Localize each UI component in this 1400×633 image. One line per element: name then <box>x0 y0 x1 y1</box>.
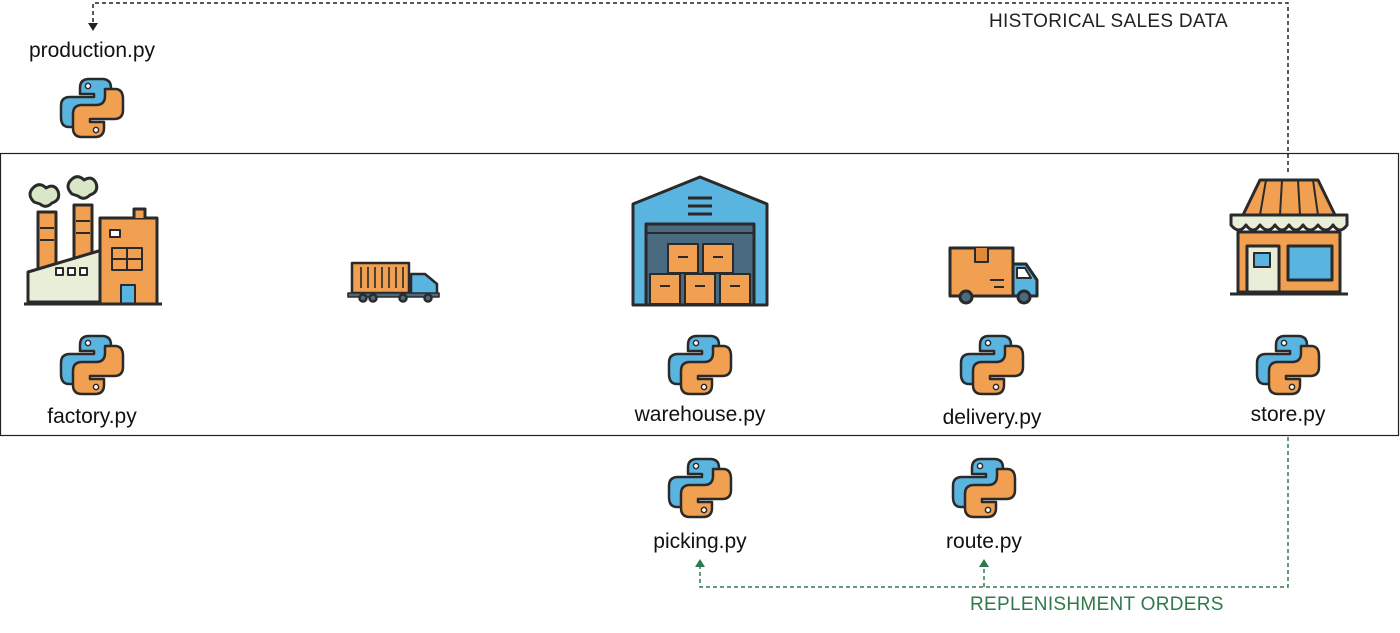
python-icon <box>1255 334 1321 396</box>
historical-sales-line <box>92 2 1289 172</box>
factory-label: factory.py <box>47 405 137 428</box>
replenishment-line <box>699 437 1289 588</box>
historical-sales-arrowhead <box>88 23 98 31</box>
delivery-truck-icon <box>948 246 1039 305</box>
python-icon <box>951 457 1017 519</box>
replenishment-flow <box>695 437 1289 588</box>
replenishment-arrowhead-route <box>979 559 989 567</box>
python-icon <box>59 77 125 139</box>
warehouse-icon <box>631 175 769 307</box>
factory-icon <box>24 175 162 306</box>
delivery-label: delivery.py <box>942 406 1042 429</box>
store-label: store.py <box>1250 403 1326 426</box>
historical-sales-flow <box>88 2 1289 172</box>
container-truck-icon <box>347 261 440 303</box>
python-icon <box>959 334 1025 396</box>
warehouse-label: warehouse.py <box>634 403 766 426</box>
replenishment-arrowhead-picking <box>695 559 705 567</box>
process-frame <box>0 152 1400 437</box>
store-icon <box>1229 178 1349 296</box>
historical-sales-title: HISTORICAL SALES DATA <box>989 11 1228 32</box>
production-label: production.py <box>28 39 156 62</box>
python-icon <box>667 457 733 519</box>
route-label: route.py <box>946 530 1022 553</box>
picking-label: picking.py <box>653 530 747 553</box>
python-icon <box>667 334 733 396</box>
replenishment-title: REPLENISHMENT ORDERS <box>970 594 1224 615</box>
python-icon <box>59 334 125 396</box>
